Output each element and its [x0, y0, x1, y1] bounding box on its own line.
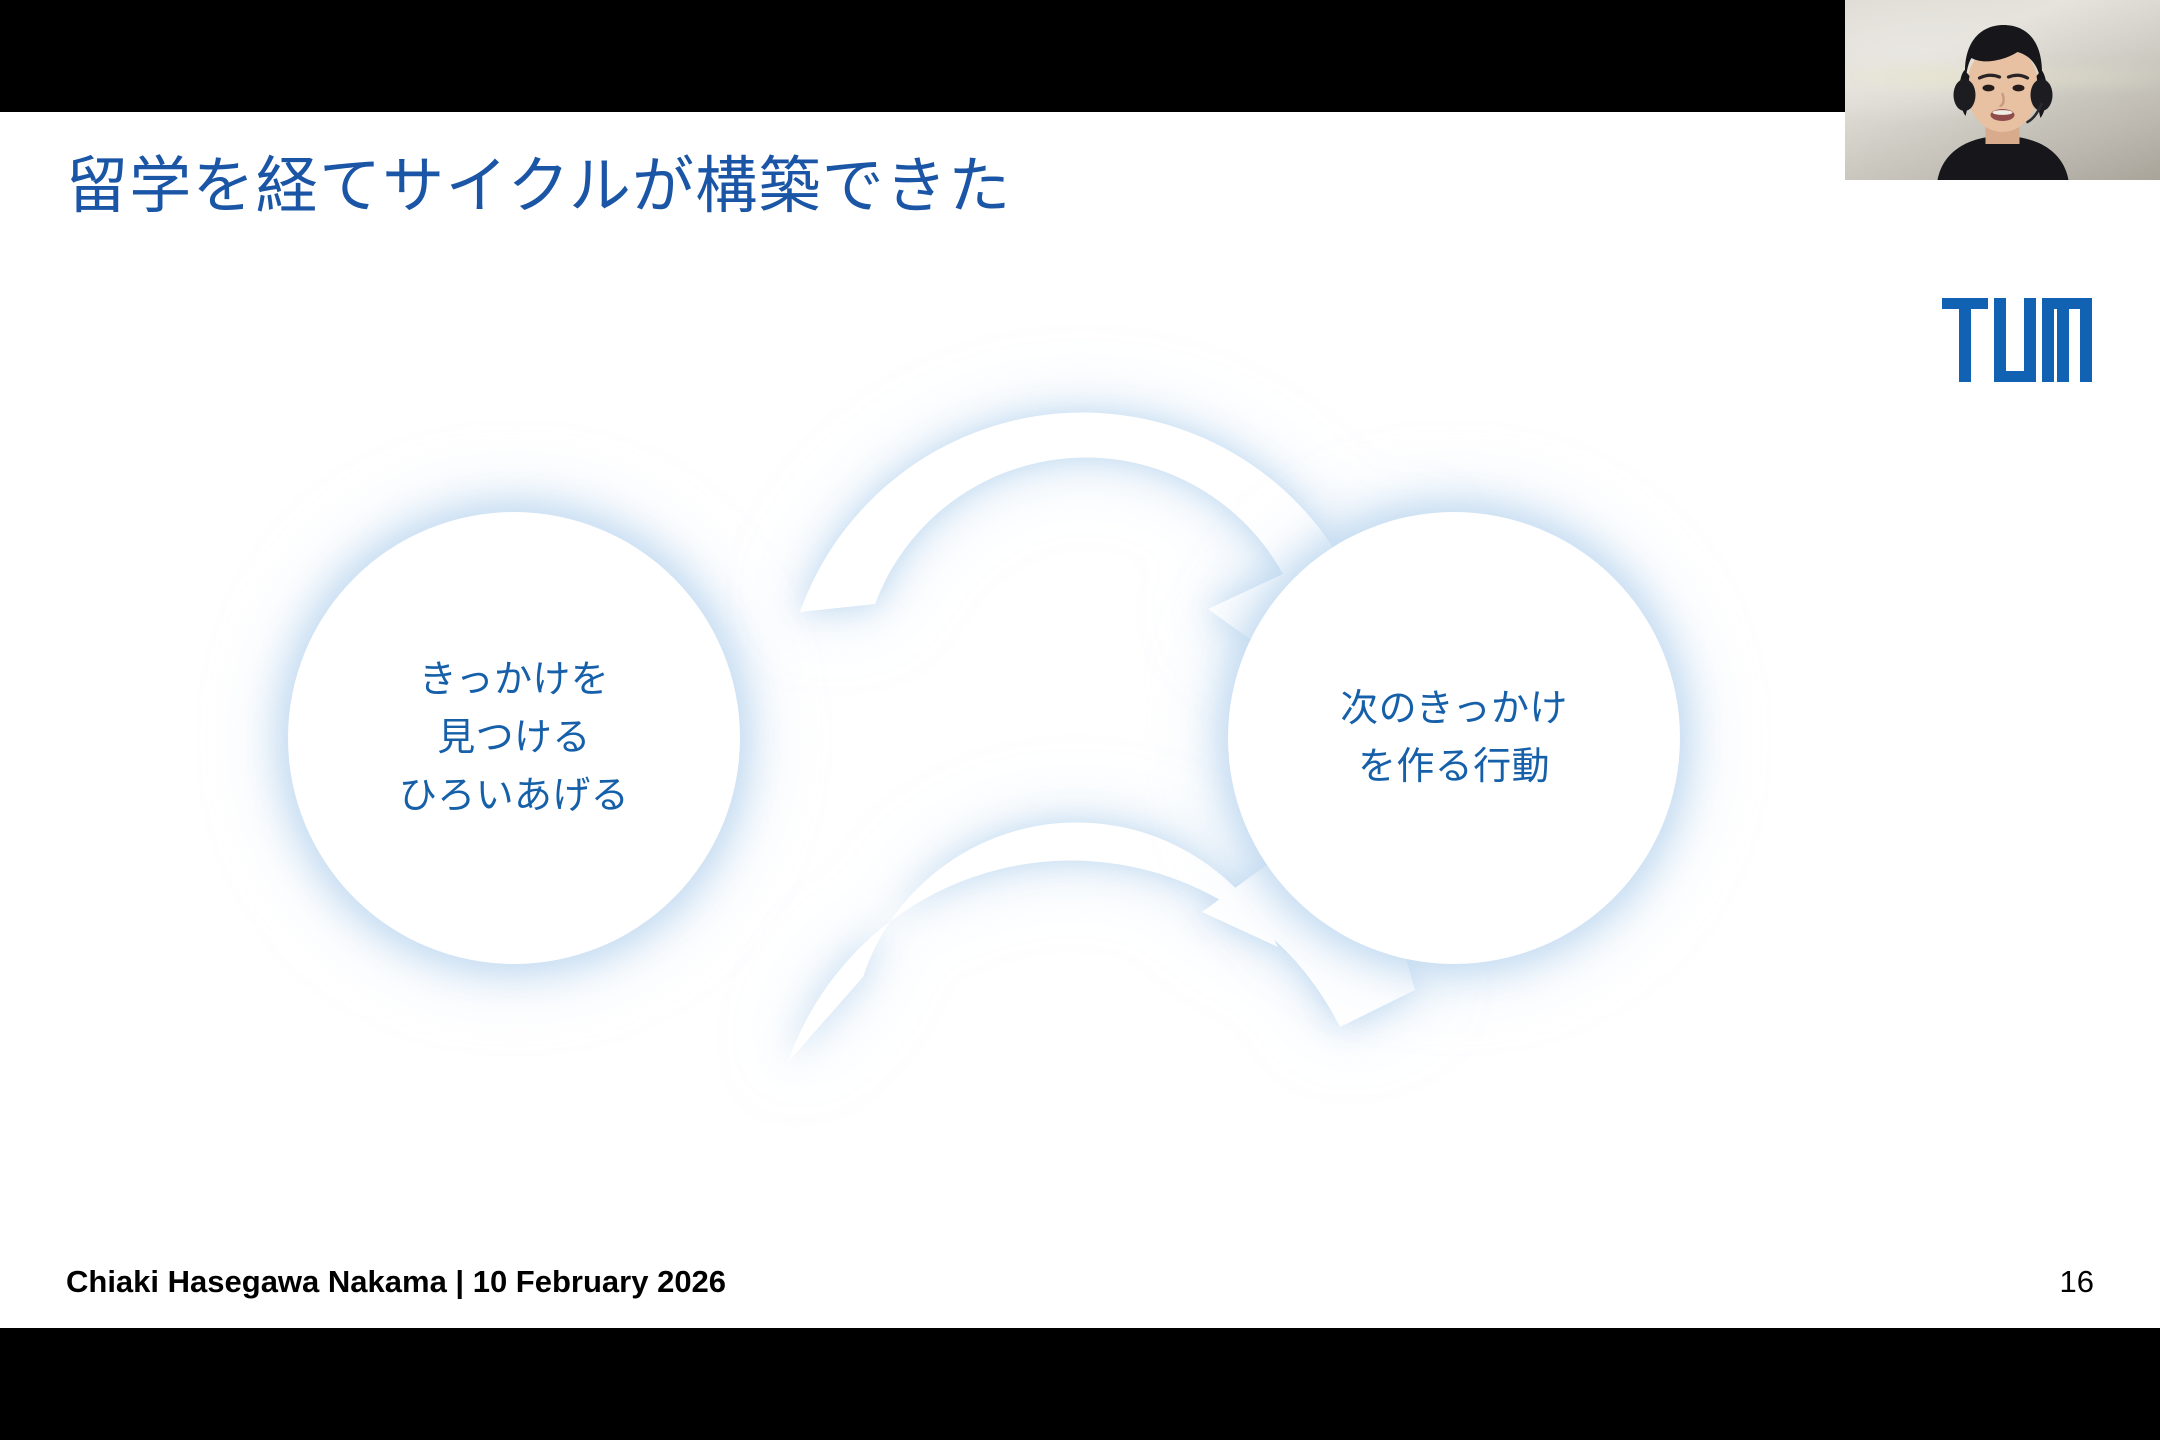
presenter-avatar: [1937, 25, 2068, 180]
presenter-webcam-feed[interactable]: [1845, 0, 2160, 180]
cycle-node-left: きっかけを 見つける ひろいあげる: [288, 512, 740, 964]
cycle-diagram: きっかけを 見つける ひろいあげる 次のきっかけ を作る行動: [0, 112, 2160, 1328]
tum-logo: [1942, 298, 2092, 382]
cycle-node-right-label: 次のきっかけ を作る行動: [1340, 686, 1568, 788]
cycle-node-right: 次のきっかけ を作る行動: [1228, 512, 1680, 964]
page-title: 留学を経てサイクルが構築できた: [66, 149, 1012, 222]
footer-author-date: Chiaki Hasegawa Nakama | 10 February 202…: [66, 1264, 727, 1299]
page-number: 16: [2059, 1264, 2094, 1299]
cycle-node-left-label: きっかけを 見つける ひろいあげる: [398, 657, 630, 817]
slide-canvas: 留学を経てサイクルが構築できた: [0, 112, 2160, 1328]
